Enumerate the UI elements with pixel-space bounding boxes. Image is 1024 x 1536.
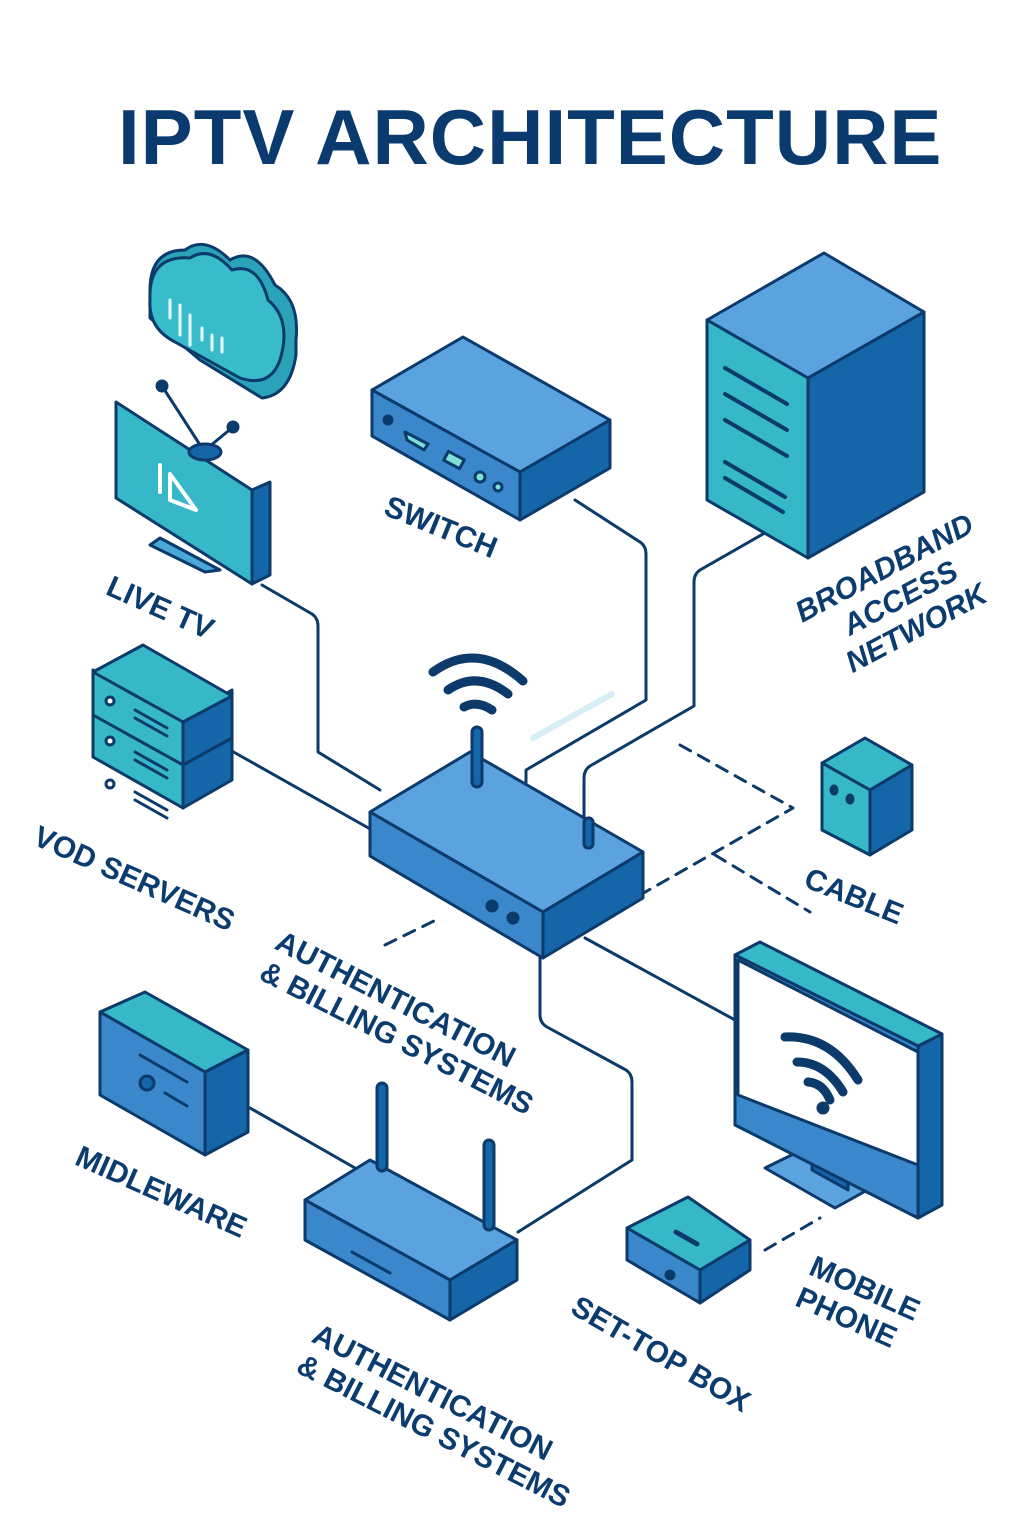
set-top-box-icon <box>625 1195 752 1305</box>
server-tower-icon <box>705 251 926 560</box>
page-title: IPTV ARCHITECTURE <box>118 93 943 181</box>
wifi-signal-icon <box>428 653 528 715</box>
connector-dashed-stb-monitor <box>763 1216 822 1252</box>
connector-vod-router <box>228 748 374 832</box>
cloud-icon <box>148 242 299 400</box>
connector-dashed-cable-top <box>638 743 795 897</box>
dashed-connectors <box>383 743 822 1252</box>
monitor-wifi-icon <box>733 940 944 1220</box>
switch-icon <box>370 335 612 522</box>
tv-icon <box>114 379 272 586</box>
connectors <box>228 498 822 1252</box>
middleware-box-icon <box>98 990 250 1157</box>
connector-livetv-router <box>260 583 382 792</box>
wifi-router-icon <box>368 653 645 960</box>
connector-router-bottom <box>516 953 634 1234</box>
connector-switch-right <box>524 498 648 802</box>
connector-router-monitor <box>583 936 737 1022</box>
connector-middleware-router <box>248 1106 357 1170</box>
server-rack-icon <box>91 643 234 820</box>
cable-modem-icon <box>820 736 914 857</box>
dual-antenna-router-icon <box>303 1081 519 1322</box>
connector-broadband-router <box>582 528 772 822</box>
connector-dashed-auth <box>383 916 442 947</box>
connector-dashed-cable-bottom <box>713 853 812 914</box>
